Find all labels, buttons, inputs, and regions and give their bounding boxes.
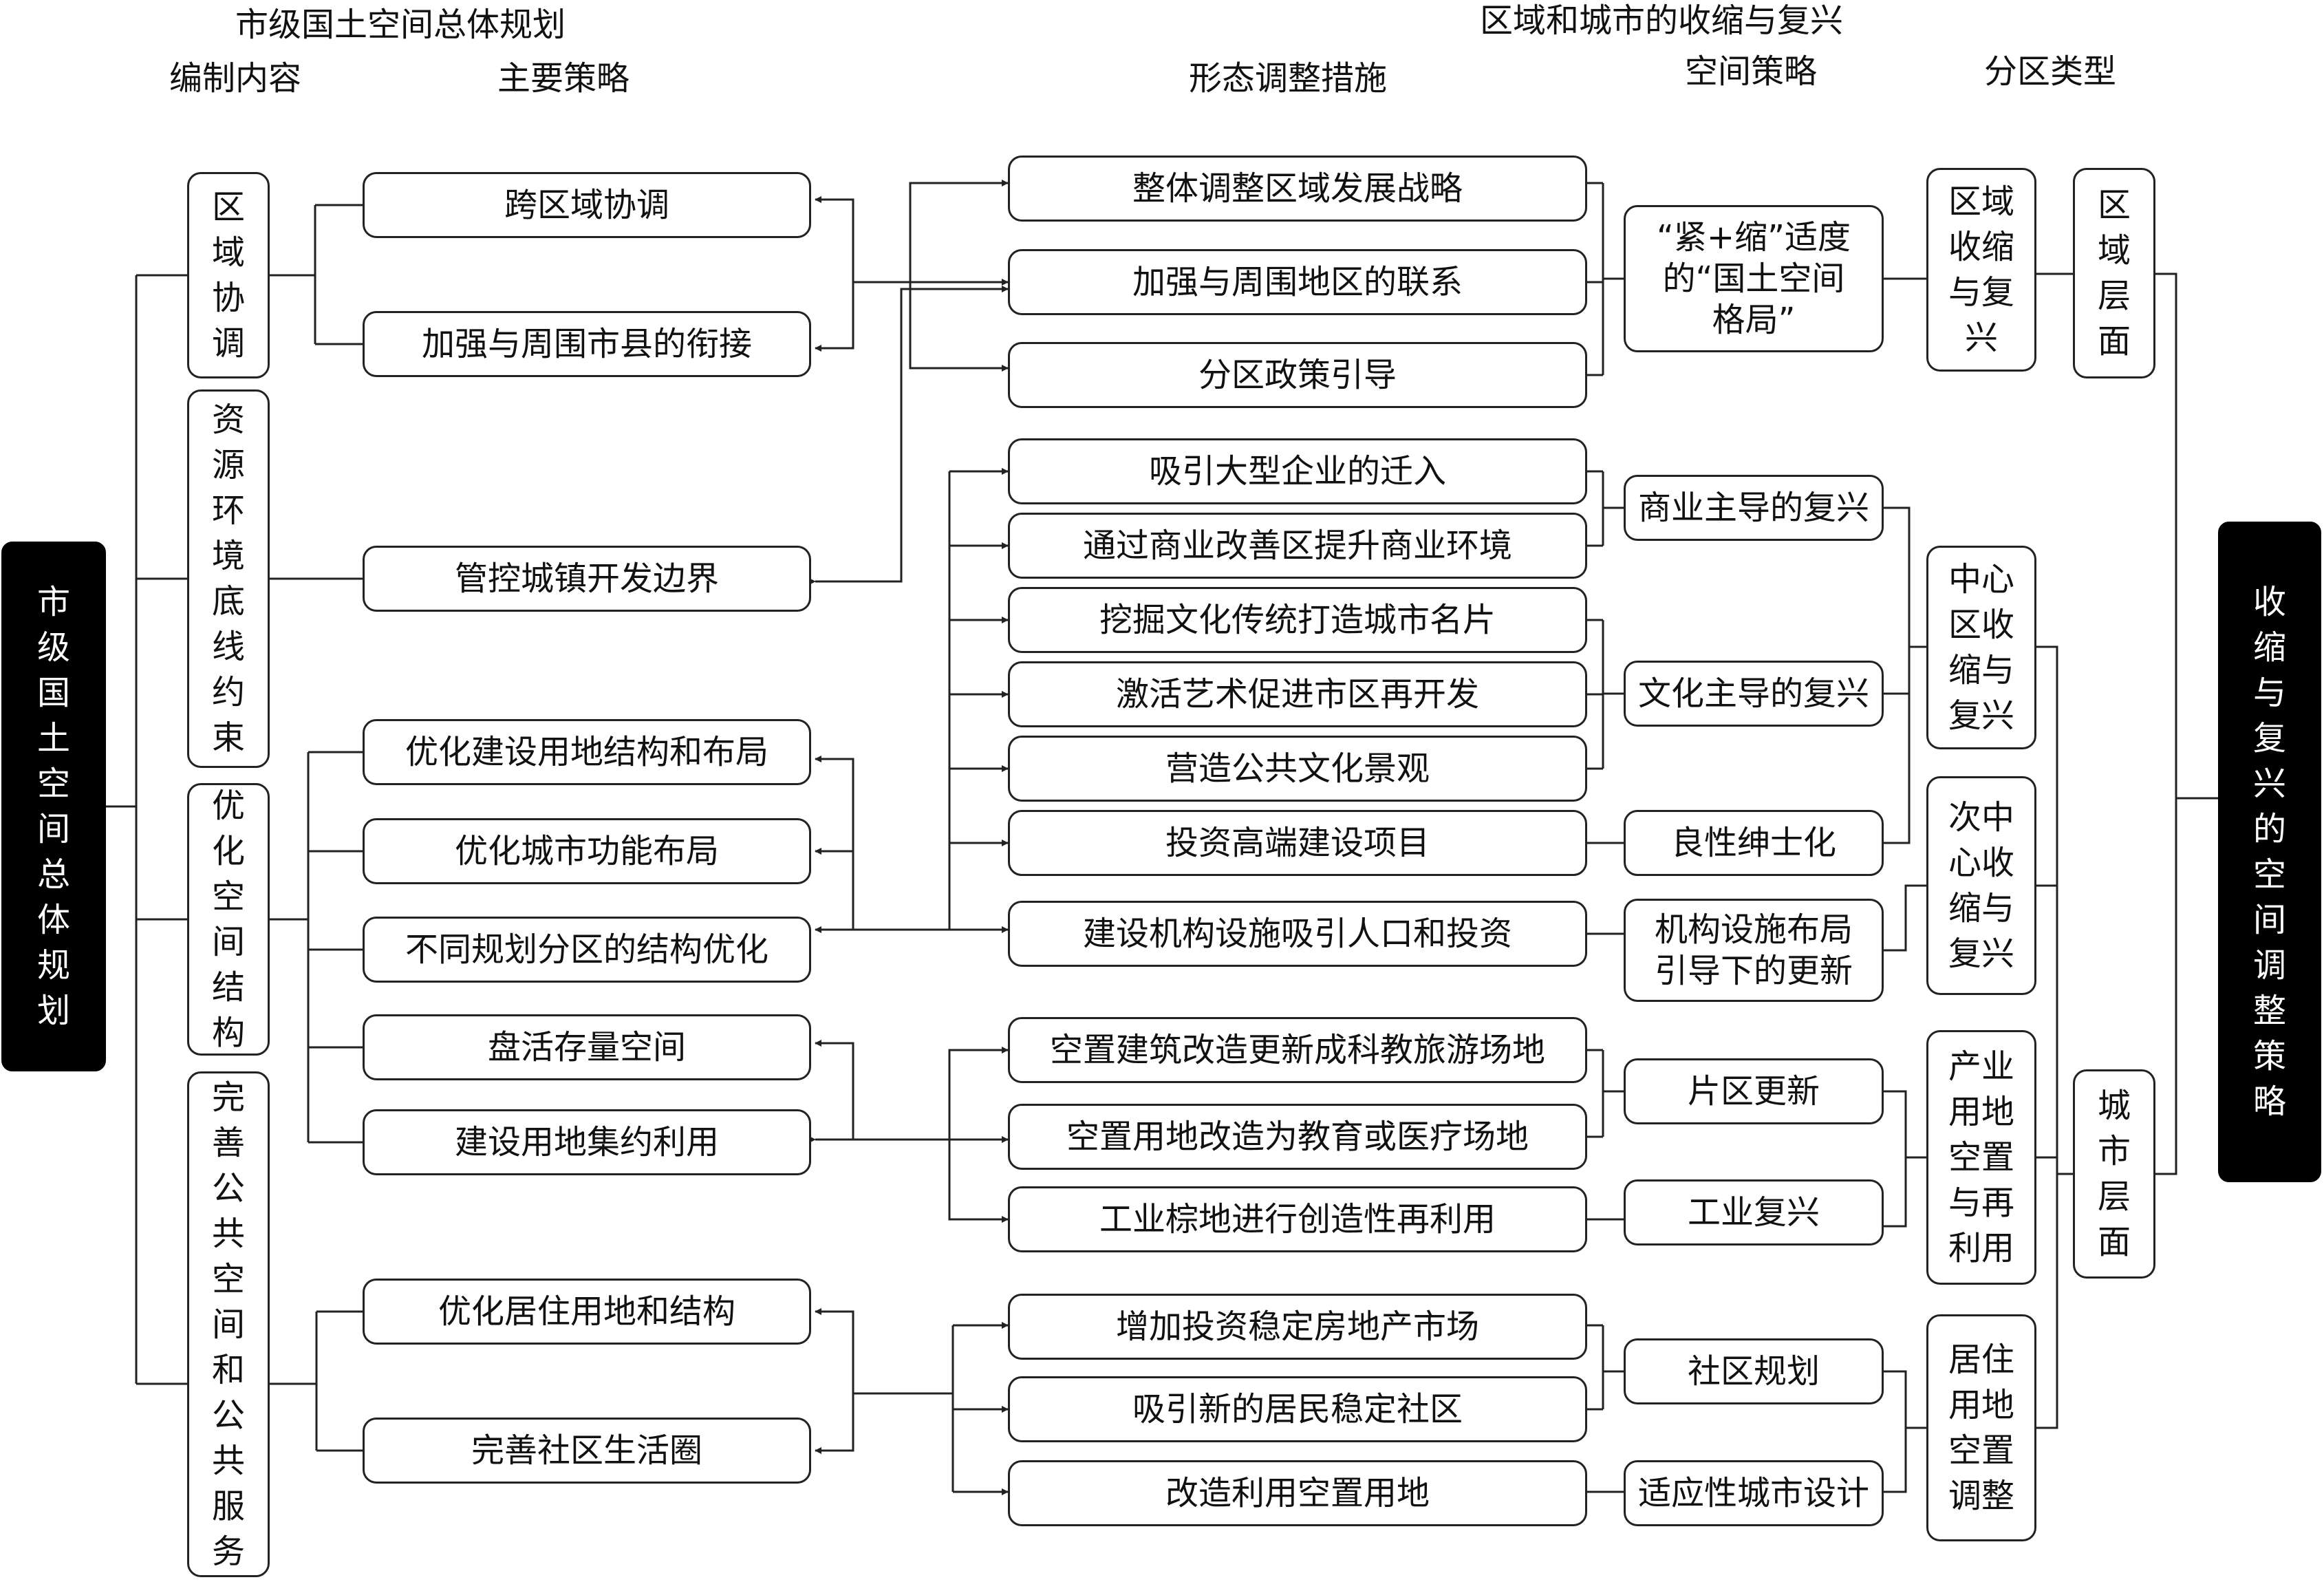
measure-node-15: 改造利用空置用地 <box>1008 1460 1587 1526</box>
measure-node-5: 挖掘文化传统打造城市名片 <box>1008 587 1587 653</box>
space-strategy-node-6: 工业复兴 <box>1624 1179 1884 1245</box>
content-label-1: 资源环境底线约束 <box>211 400 245 757</box>
root-left-label: 市级国土空间总体规划 <box>36 583 70 1030</box>
link-to-strategy-0 <box>815 196 854 274</box>
measure-node-1: 加强与周围地区的联系 <box>1008 249 1587 315</box>
measure-node-6: 激活艺术促进市区再开发 <box>1008 661 1587 727</box>
content-node-3: 完善公共空间和公共服务 <box>187 1071 270 1577</box>
content-label-0: 区域协调 <box>211 188 245 363</box>
space-strategy-node-0: “紧+缩”适度 的“国土空间 格局” <box>1624 205 1884 352</box>
measure-node-7: 营造公共文化景观 <box>1008 736 1587 802</box>
space-strategy-node-7: 社区规划 <box>1624 1338 1884 1404</box>
header-measures: 形态调整措施 <box>1188 59 1388 98</box>
zone-label-2: 次中心收缩与复兴 <box>1948 798 2014 973</box>
strategy-node-2: 管控城镇开发边界 <box>363 546 811 612</box>
content-node-2: 优化空间结构 <box>187 783 270 1056</box>
zone-label-1: 中心区收缩与复兴 <box>1948 560 2014 735</box>
content-label-2: 优化空间结构 <box>211 787 245 1052</box>
root-right-node: 收缩与复兴的空间调整策略 <box>2218 522 2321 1182</box>
measure-node-8: 投资高端建设项目 <box>1008 810 1587 876</box>
link-to-measure-2 <box>909 282 1009 372</box>
strategy-node-5: 不同规划分区的结构优化 <box>363 917 811 983</box>
link-to-measure-0 <box>909 180 1009 282</box>
space-strategy-node-2: 文化主导的复兴 <box>1624 661 1884 727</box>
strategy-node-7: 建设用地集约利用 <box>363 1109 811 1175</box>
connector-24 <box>948 1140 1009 1223</box>
connector-23 <box>948 1047 1009 1140</box>
level-label-0: 区域层面 <box>2097 186 2131 361</box>
link-to-strategy-3 <box>815 756 854 930</box>
measure-node-4: 通过商业改善区提升商业环境 <box>1008 513 1587 579</box>
zone-node-4: 居住用地空置调整 <box>1926 1314 2036 1541</box>
strategy-node-3: 优化建设用地结构和布局 <box>363 719 811 785</box>
link-to-strategy-9 <box>815 1393 854 1454</box>
space-strategy-node-5: 片区更新 <box>1624 1058 1884 1124</box>
link-to-strategy-1 <box>815 274 854 352</box>
connector-57 <box>1884 506 1911 844</box>
link-to-strategy-8 <box>815 1308 854 1393</box>
connector-63 <box>1884 1370 1907 1493</box>
header-content: 编制内容 <box>169 59 302 98</box>
strategy-node-9: 完善社区生活圈 <box>363 1418 811 1484</box>
measure-node-9: 建设机构设施吸引人口和投资 <box>1008 901 1587 967</box>
measure-node-13: 增加投资稳定房地产市场 <box>1008 1294 1587 1360</box>
connector-70 <box>2155 272 2177 1175</box>
measure-node-3: 吸引大型企业的迁入 <box>1008 438 1587 504</box>
strategy-node-4: 优化城市功能布局 <box>363 818 811 884</box>
strategy-node-6: 盘活存量空间 <box>363 1014 811 1080</box>
measure-node-12: 工业棕地进行创造性再利用 <box>1008 1186 1587 1252</box>
strategy-node-8: 优化居住用地和结构 <box>363 1279 811 1345</box>
space-strategy-node-1: 商业主导的复兴 <box>1624 475 1884 541</box>
root-left-node: 市级国土空间总体规划 <box>1 542 106 1071</box>
content-node-0: 区域协调 <box>187 172 270 378</box>
measure-node-10: 空置建筑改造更新成科教旅游场地 <box>1008 1017 1587 1083</box>
level-label-1: 城市层面 <box>2097 1087 2131 1261</box>
strategy-node-1: 加强与周围市县的衔接 <box>363 311 811 377</box>
content-node-1: 资源环境底线约束 <box>187 389 270 768</box>
zone-node-3: 产业用地空置与再利用 <box>1926 1030 2036 1285</box>
level-node-1: 城市层面 <box>2073 1069 2155 1279</box>
header-plan-title: 市级国土空间总体规划 <box>235 6 566 44</box>
header-strategy: 主要策略 <box>497 59 630 98</box>
zone-node-1: 中心区收缩与复兴 <box>1926 546 2036 749</box>
link-to-strategy-6 <box>815 1040 854 1140</box>
measure-node-2: 分区政策引导 <box>1008 342 1587 408</box>
zone-node-2: 次中心收缩与复兴 <box>1926 776 2036 995</box>
strategy-node-0: 跨区域协调 <box>363 172 811 238</box>
space-strategy-node-8: 适应性城市设计 <box>1624 1460 1884 1526</box>
zone-label-3: 产业用地空置与再利用 <box>1948 1047 2014 1268</box>
header-shrink-title: 区域和城市的收缩与复兴 <box>1479 1 1844 40</box>
connector-66 <box>2036 645 2058 1429</box>
zone-label-0: 区域收缩与复兴 <box>1948 182 2014 357</box>
header-zone-type: 分区类型 <box>1983 52 2117 91</box>
zone-node-0: 区域收缩与复兴 <box>1926 168 2036 372</box>
connector-60 <box>1884 884 1926 952</box>
measure-node-0: 整体调整区域发展战略 <box>1008 156 1587 222</box>
measure-node-14: 吸引新的居民稳定社区 <box>1008 1376 1587 1442</box>
link-coord-merge <box>852 274 1009 286</box>
zone-label-4: 居住用地空置调整 <box>1948 1340 2014 1515</box>
link-boundary <box>809 286 1009 585</box>
root-right-label: 收缩与复兴的空间调整策略 <box>2252 583 2286 1121</box>
level-node-0: 区域层面 <box>2073 168 2155 378</box>
measure-node-11: 空置用地改造为教育或医疗场地 <box>1008 1104 1587 1170</box>
header-space-strategy: 空间策略 <box>1684 52 1818 91</box>
connector-61 <box>1884 1090 1907 1228</box>
link-to-strategy-4 <box>815 848 854 930</box>
space-strategy-node-4: 机构设施布局 引导下的更新 <box>1624 899 1884 1002</box>
space-strategy-node-3: 良性绅士化 <box>1624 810 1884 876</box>
content-label-3: 完善公共空间和公共服务 <box>211 1078 245 1571</box>
